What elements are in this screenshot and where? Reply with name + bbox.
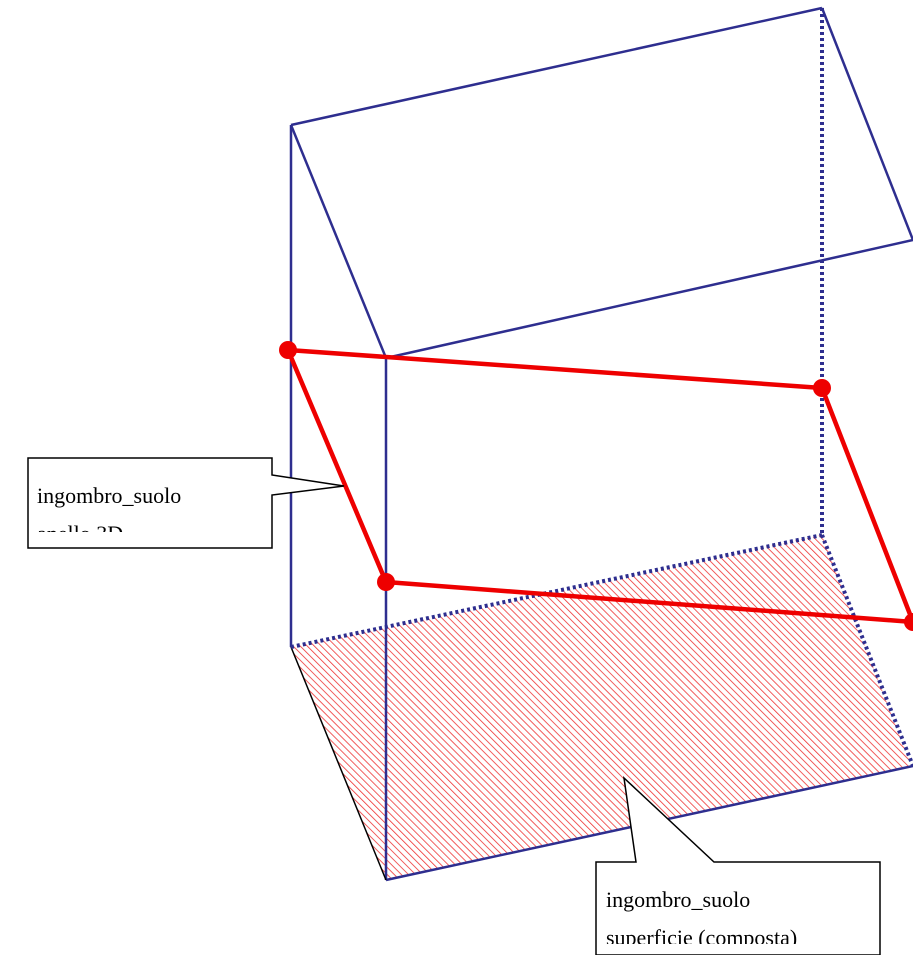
ring-vertices xyxy=(279,341,913,631)
ground-surface-area xyxy=(291,535,913,880)
callout-ring: ingombro_suolo anello 3D xyxy=(27,457,345,549)
hidden-ground-edge-right xyxy=(820,534,913,767)
frame-edge-top-front xyxy=(385,238,913,360)
callout-ring-line1: ingombro_suolo xyxy=(37,483,181,508)
hidden-edges xyxy=(290,8,913,767)
ground-edge-left xyxy=(290,646,387,881)
callout-ring-line2: anello 3D xyxy=(37,521,123,546)
frame-edge-top-diagonal xyxy=(289,124,388,359)
callout-ring-box xyxy=(27,457,345,549)
callout-surface-line2: superficie (composta) xyxy=(606,925,797,950)
callout-surface-box xyxy=(595,776,881,955)
building-frame xyxy=(289,6,913,882)
callout-surface-line1: ingombro_suolo xyxy=(606,887,750,912)
ring-vertex xyxy=(904,613,913,631)
callout-surface: ingombro_suolo superficie (composta) xyxy=(595,776,881,955)
frame-edge-top-left xyxy=(290,6,823,127)
ring-vertex xyxy=(377,573,395,591)
ring-vertex xyxy=(813,379,831,397)
hidden-ground-edge-back xyxy=(290,533,823,649)
frame-edge-top-right xyxy=(820,7,913,241)
ring-vertex xyxy=(279,341,297,359)
